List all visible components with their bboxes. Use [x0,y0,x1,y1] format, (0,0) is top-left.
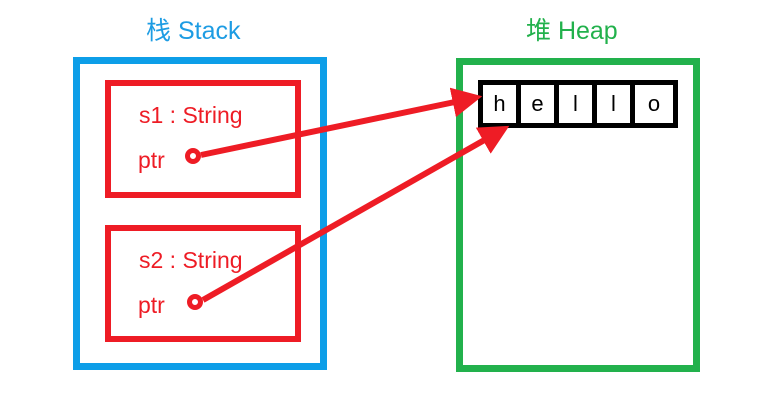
heap-char-cell: e [521,85,559,123]
variable-ptr-label-s1: ptr [138,147,165,173]
pointer-dot-icon-s2 [187,294,203,310]
stack-variable-box-s1: s1 : String ptr [105,80,301,198]
stack-variable-box-s2: s2 : String ptr [105,225,301,342]
heap-char-cell: o [635,85,673,123]
pointer-dot-icon-s1 [185,148,201,164]
heap-char-cell: l [559,85,597,123]
heap-char-cell: h [483,85,521,123]
variable-name-s2: s2 : String [139,247,243,273]
variable-ptr-label-s2: ptr [138,292,165,318]
heap-char-cell: l [597,85,635,123]
stack-title: 栈 Stack [146,17,241,45]
variable-name-s1: s1 : String [139,102,243,128]
heap-title: 堆 Heap [526,17,618,45]
